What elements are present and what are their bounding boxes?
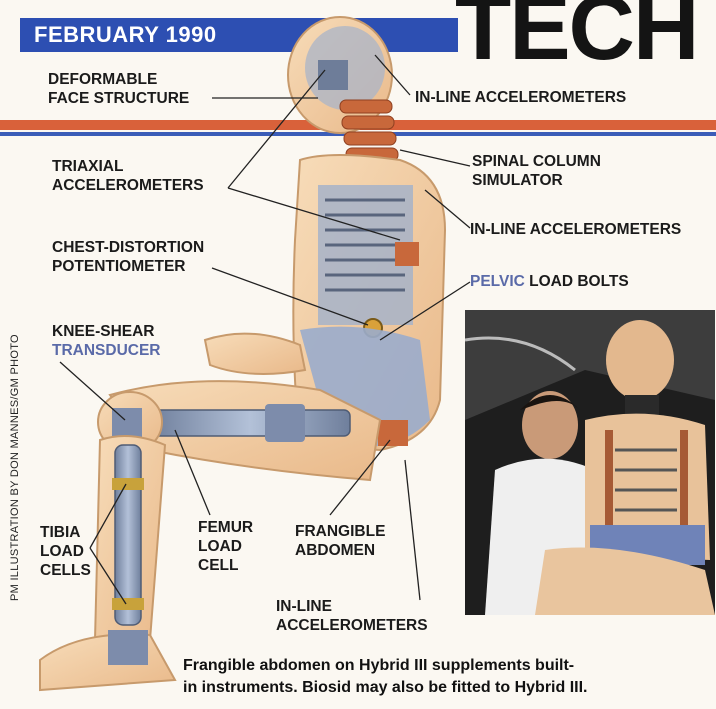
illustration-credit: PM ILLUSTRATION BY DON MANNES/GM PHOTO [9, 331, 21, 601]
label-inline-accelerometers-chest: IN-LINE ACCELEROMETERS [470, 220, 681, 239]
label-triaxial-accelerometers: TRIAXIAL ACCELEROMETERS [52, 157, 204, 195]
label-chest-distortion: CHEST-DISTORTION POTENTIOMETER [52, 238, 204, 276]
label-knee-shear: KNEE-SHEAR TRANSDUCER [52, 322, 161, 360]
label-spinal-column: SPINAL COLUMN SIMULATOR [472, 152, 601, 190]
caption: Frangible abdomen on Hybrid III suppleme… [183, 655, 713, 699]
label-femur-load-cell: FEMUR LOAD CELL [198, 518, 253, 575]
label-deformable-face: DEFORMABLE FACE STRUCTURE [48, 70, 189, 108]
label-inline-accelerometers-pelvis: IN-LINE ACCELEROMETERS [276, 597, 428, 635]
label-tibia-load-cells: TIBIA LOAD CELLS [40, 523, 91, 580]
hybrid-iii-photo [465, 310, 715, 615]
label-inline-accelerometers-head: IN-LINE ACCELEROMETERS [415, 88, 626, 107]
label-frangible-abdomen: FRANGIBLE ABDOMEN [295, 522, 385, 560]
label-pelvic-load-bolts: PELVIC LOAD BOLTS [470, 272, 629, 291]
